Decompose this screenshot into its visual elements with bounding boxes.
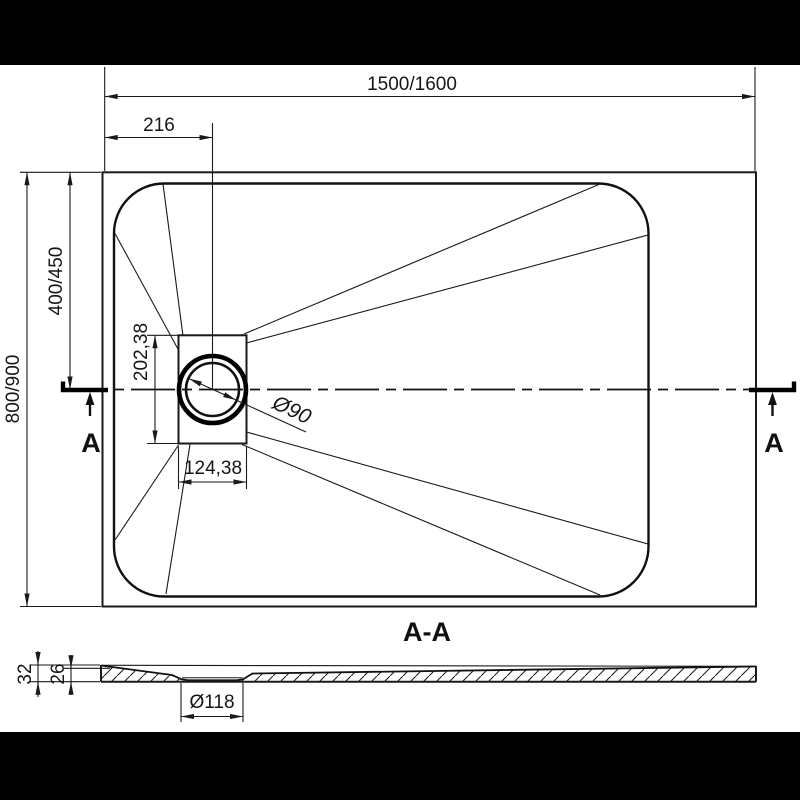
letterbox-bottom xyxy=(0,732,800,800)
drain-diameter-line xyxy=(188,378,237,401)
dim-recess-diameter: Ø118 xyxy=(189,692,234,713)
drain-diameter-leader xyxy=(235,399,307,433)
dim-floor-thickness: 26 xyxy=(48,663,69,684)
dim-drain-center: 400/450 xyxy=(46,247,67,316)
floor-surface-line xyxy=(100,664,757,682)
dim-flange-height: 202,38 xyxy=(131,323,152,381)
dim-height-group: 800/900 xyxy=(3,171,101,608)
dim-drain-offset-group: 216 xyxy=(104,115,213,141)
rim-silhouette-line xyxy=(100,664,757,667)
section-mark-right xyxy=(749,381,797,393)
section-marker-label-left: A xyxy=(81,428,101,458)
dim-drain-center-group: 400/450 xyxy=(46,172,73,390)
dim-total-thickness: 32 xyxy=(15,663,36,684)
drain-ring-outer xyxy=(176,353,249,426)
dim-flange-width-group: 124,38 xyxy=(177,446,248,489)
dim-recess-diameter-group: Ø118 xyxy=(180,683,244,722)
dim-total-thickness-group: 32 xyxy=(15,651,100,697)
section-arrowhead-right xyxy=(768,392,777,405)
letterbox-top xyxy=(0,0,800,65)
section-marker-label-right: A xyxy=(764,428,784,458)
section-view: A-A 32 26 xyxy=(15,617,757,722)
dim-height: 800/900 xyxy=(3,355,24,424)
dim-width: 1500/1600 xyxy=(367,74,457,95)
dim-width-group: 1500/1600 xyxy=(104,67,756,171)
section-title: A-A xyxy=(403,617,451,647)
dim-drain-diameter: Ø90 xyxy=(268,391,315,429)
dim-drain-offset: 216 xyxy=(143,115,175,136)
plan-view: Ø90 1500/1600 216 800/900 400/450 xyxy=(3,67,797,608)
dim-flange-width: 124,38 xyxy=(184,458,242,479)
slope-lines xyxy=(114,183,649,596)
drain-ring-inner xyxy=(184,361,241,418)
section-arrowhead-left xyxy=(85,392,95,405)
dim-floor-thickness-group: 26 xyxy=(48,655,110,695)
section-mark-left xyxy=(60,381,108,393)
section-marks: A A xyxy=(60,381,797,458)
dim-flange-height-group: 202,38 xyxy=(131,323,178,445)
